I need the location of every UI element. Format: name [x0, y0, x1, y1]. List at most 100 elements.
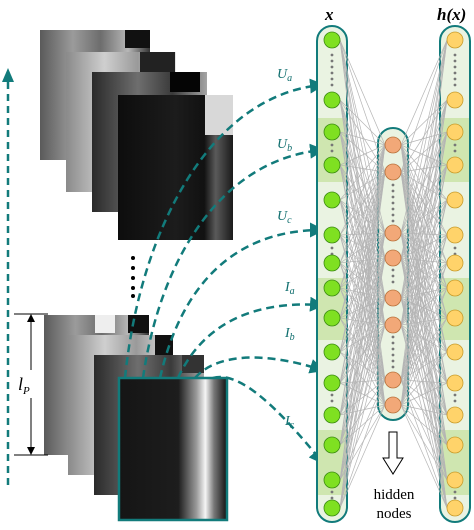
connection	[400, 324, 448, 353]
hidden-ellipsis	[391, 335, 395, 339]
connection	[339, 234, 386, 299]
connection	[400, 351, 448, 406]
connection	[400, 257, 448, 509]
output-node	[446, 191, 464, 209]
input-ellipsis	[330, 496, 334, 500]
output-ellipsis	[453, 53, 457, 57]
connection	[339, 379, 386, 446]
stack-ellipsis	[131, 256, 135, 298]
connection	[339, 144, 386, 416]
hidden-ellipsis	[391, 347, 395, 351]
connection	[400, 297, 448, 353]
input-ellipsis	[330, 246, 334, 250]
output-node	[446, 309, 464, 327]
hidden-ellipsis	[391, 268, 395, 272]
connection	[400, 99, 448, 234]
connection	[339, 171, 386, 446]
input-node	[323, 471, 341, 489]
connection	[339, 232, 386, 481]
input-ellipsis	[330, 59, 334, 63]
group-sub: a	[287, 73, 292, 84]
time-axis-arrow	[2, 68, 14, 485]
svg-text:Ua: Ua	[277, 67, 292, 84]
output-node	[446, 343, 464, 361]
input-node	[323, 374, 341, 392]
hidden-ellipsis	[391, 213, 395, 217]
connection	[339, 131, 386, 299]
connection	[339, 144, 386, 319]
input-node	[323, 499, 341, 517]
dashed-arrow-icon	[212, 375, 324, 465]
hidden-ellipsis	[391, 189, 395, 193]
output-ellipsis	[453, 59, 457, 63]
output-node	[446, 499, 464, 517]
connection	[400, 99, 448, 146]
connection	[339, 317, 386, 381]
connection	[400, 404, 448, 509]
connection	[339, 171, 386, 201]
output-ellipsis	[453, 71, 457, 75]
connections	[339, 39, 448, 509]
hidden-ellipsis	[391, 274, 395, 278]
group-label: U	[277, 67, 288, 82]
connection	[400, 39, 448, 259]
connection	[339, 144, 386, 201]
output-ellipsis	[453, 246, 457, 250]
connection	[400, 99, 448, 406]
hidden-node	[384, 396, 402, 414]
connection	[400, 404, 448, 416]
upper-patch-stack	[40, 30, 233, 240]
arrow-up-icon	[2, 68, 14, 82]
connection	[339, 324, 386, 509]
output-node	[446, 436, 464, 454]
connection	[400, 404, 448, 446]
hidden-ellipsis	[391, 365, 395, 369]
group-sub: c	[290, 420, 295, 431]
connection	[400, 99, 448, 381]
svg-text:Ia: Ia	[284, 280, 295, 297]
hidden-label-line1: hidden	[374, 487, 415, 503]
dashed-arrow-icon	[194, 356, 325, 379]
output-ellipsis	[453, 399, 457, 403]
connection	[400, 199, 448, 326]
connection	[339, 351, 386, 381]
connection	[400, 382, 448, 406]
connection	[339, 257, 386, 416]
svg-text:lP: lP	[18, 374, 30, 397]
output-ellipsis	[453, 83, 457, 87]
group-sub: a	[290, 286, 295, 297]
input-ellipsis	[330, 490, 334, 494]
connection	[400, 171, 448, 236]
connection	[339, 199, 386, 259]
connection	[400, 257, 448, 416]
hidden-node	[384, 224, 402, 242]
hidden-ellipsis	[391, 201, 395, 205]
group-sub: c	[287, 215, 292, 226]
hidden-ellipsis	[391, 341, 395, 345]
input-node	[323, 226, 341, 244]
connection	[400, 39, 448, 146]
output-node	[446, 406, 464, 424]
connection	[400, 297, 448, 384]
input-ellipsis	[330, 71, 334, 75]
output-ellipsis	[453, 490, 457, 494]
input-ellipsis	[330, 393, 334, 397]
connection	[400, 199, 448, 406]
connection	[339, 131, 386, 381]
connection	[339, 144, 386, 509]
output-node	[446, 471, 464, 489]
input-ellipsis	[330, 399, 334, 403]
output-node	[446, 31, 464, 49]
patch-size-sub: P	[22, 385, 30, 397]
connection	[400, 234, 448, 326]
connection	[400, 131, 448, 381]
output-node	[446, 279, 464, 297]
input-node	[323, 123, 341, 141]
connection	[339, 144, 386, 166]
group-label: I	[284, 414, 291, 429]
hidden-ellipsis	[391, 359, 395, 363]
connection	[339, 39, 386, 146]
hidden-node	[384, 163, 402, 181]
highlighted-patch	[117, 376, 229, 522]
input-ellipsis	[330, 65, 334, 69]
